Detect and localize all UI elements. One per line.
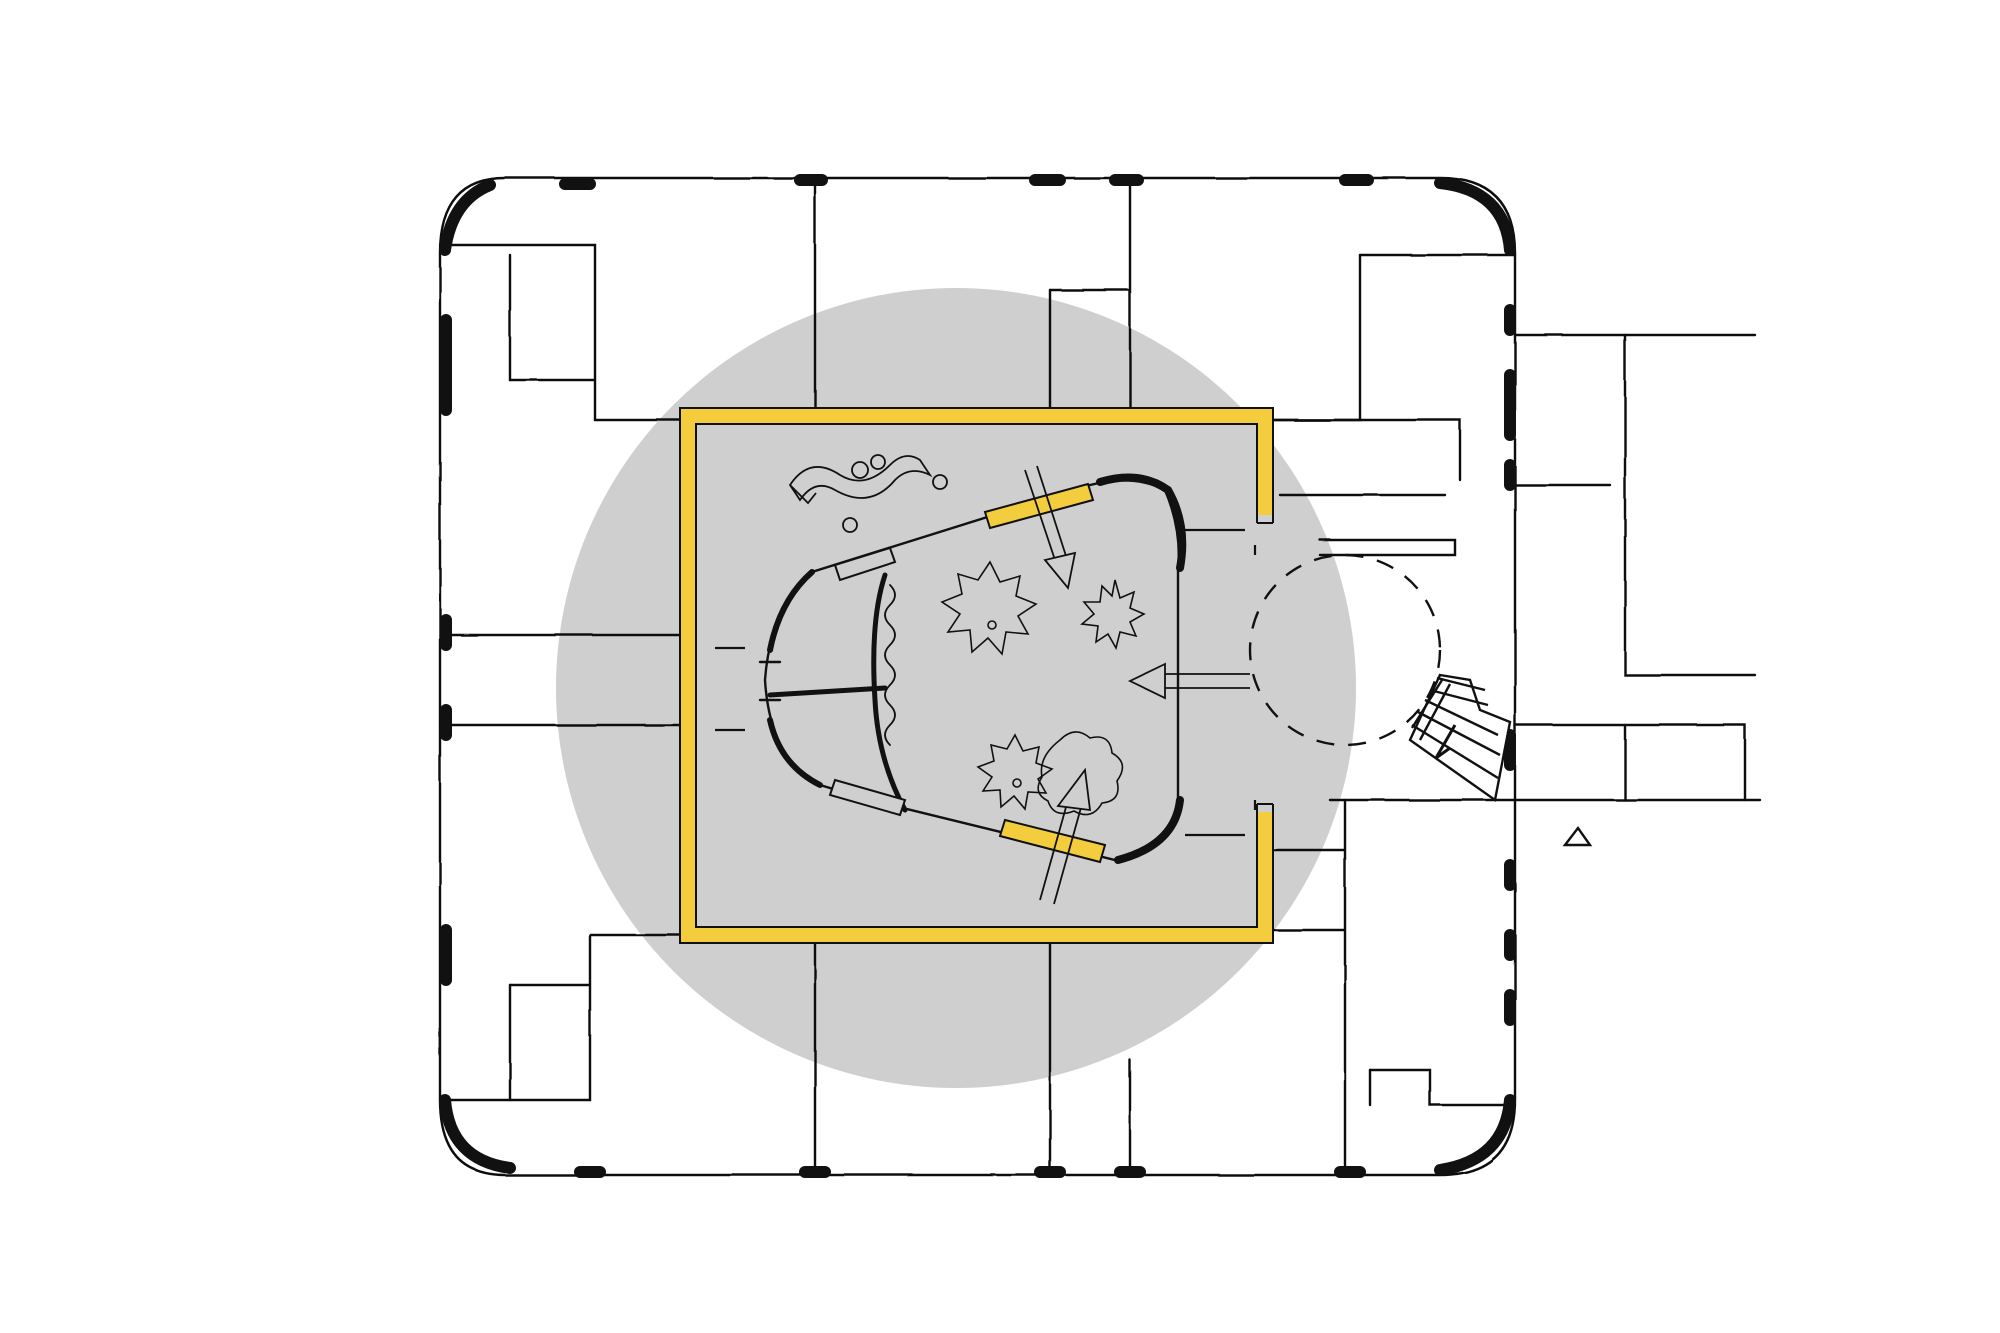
wave-path-icon <box>788 454 948 533</box>
highlight-frame-outline <box>679 407 1274 944</box>
entry-plaza-dashed <box>1248 553 1442 747</box>
pavilion-openings <box>828 482 1107 864</box>
stair-icon <box>1408 673 1512 803</box>
shrub-icon-2 <box>1037 731 1124 816</box>
connector-ticks <box>715 528 1257 837</box>
arrow-icon-top <box>1024 465 1077 591</box>
building-grid <box>438 176 1762 1177</box>
courtyard-square <box>688 420 1238 920</box>
tree-icon-2 <box>976 733 1054 811</box>
shrub-icon-1 <box>1080 579 1146 651</box>
triangle-icon <box>1562 825 1593 847</box>
arrow-icon-bottom <box>1039 767 1092 905</box>
column-marks <box>439 174 1516 1178</box>
highlight-frame <box>681 409 1272 942</box>
tree-icon-1 <box>940 560 1038 656</box>
arrow-icon-right <box>1127 662 1250 700</box>
